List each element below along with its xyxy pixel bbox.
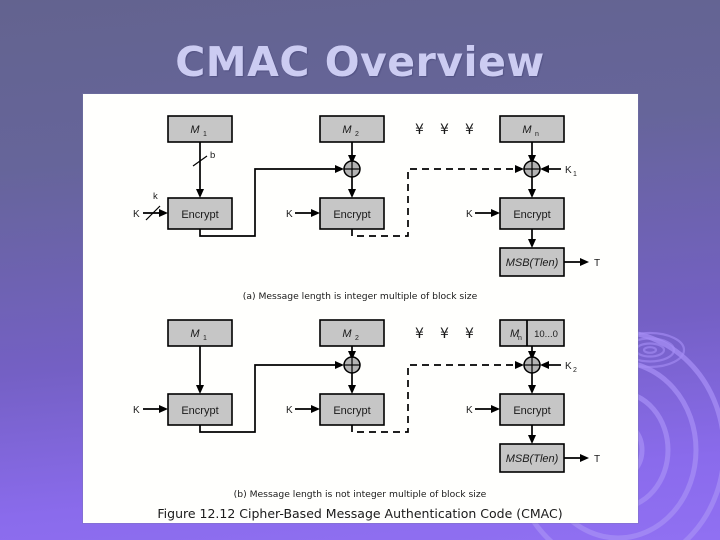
encrypt-block-bn (499, 393, 565, 426)
message-block-b1-label: M (190, 328, 200, 340)
truncate-block-b-label: MSB(Tlen) (506, 453, 559, 465)
message-block-b2-label: M (342, 328, 352, 340)
key-arrowhead-b2 (311, 405, 320, 413)
message-block-a1-label: M (190, 124, 200, 136)
key-arrowhead-b1 (159, 405, 168, 413)
key-label-a2: K (286, 209, 293, 220)
cmac-diagram: M 1 b Encrypt K k (83, 94, 638, 523)
caption-b: (b) Message length is not integer multip… (234, 489, 487, 500)
a-chain-2-n-dashed (351, 168, 517, 237)
b1-data-arrowhead (196, 385, 204, 394)
a-chain-1-2 (199, 168, 337, 237)
encrypt-block-b2-label: Encrypt (333, 405, 370, 417)
encrypt-block-a2 (319, 197, 385, 230)
message-block-an (499, 115, 565, 143)
an-cipher-out-arrowhead (528, 239, 536, 248)
b-chain-2-n-dashed (351, 364, 517, 433)
encrypt-block-a1-label: Encrypt (181, 209, 218, 221)
tag-label-b: T (594, 454, 600, 465)
figure-caption: Figure 12.12 Cipher-Based Message Authen… (157, 506, 562, 521)
a-chain-2-n-arrowhead (515, 165, 524, 173)
subkey-arrowhead-a (540, 165, 549, 173)
message-block-b1 (167, 319, 233, 347)
ellipsis-b-1: ¥ (415, 326, 424, 342)
b-chain-1-2 (199, 364, 337, 433)
bn-xor-out-arrowhead (528, 385, 536, 394)
a1-data-arrowhead (196, 189, 204, 198)
diagram-a: M 1 b Encrypt K k (133, 115, 600, 302)
key-arrowhead-a2 (311, 209, 320, 217)
a-chain-1-2-arrowhead (335, 165, 344, 173)
key-label-bn: K (466, 405, 473, 416)
tag-label-a: T (594, 258, 600, 269)
subkey-label-b: K (565, 361, 572, 372)
a1-bitwidth-tick (192, 155, 208, 167)
a2-xor-out-arrowhead (348, 189, 356, 198)
tag-arrowhead-a (580, 258, 589, 266)
ellipsis-b-3: ¥ (465, 326, 474, 342)
message-block-bn-padding: 10...0 (534, 329, 558, 340)
key-arrowhead-a1 (159, 209, 168, 217)
diagram-b: M 1 Encrypt K M 2 (133, 319, 600, 500)
a1-bitwidth-label: b (210, 150, 215, 161)
message-block-an-label: M (522, 124, 532, 136)
a1-keywidth-tick (145, 205, 161, 221)
truncate-block-b (499, 443, 565, 473)
message-block-a1 (167, 115, 233, 143)
subkey-label-a: K (565, 165, 572, 176)
encrypt-block-b1 (167, 393, 233, 426)
ellipsis-a-2: ¥ (440, 122, 449, 138)
tag-arrowhead-b (580, 454, 589, 462)
message-block-b2-sub: 2 (355, 335, 359, 342)
b-chain-2-n-arrowhead (515, 361, 524, 369)
encrypt-block-a1 (167, 197, 233, 230)
an-xor-out-arrowhead (528, 189, 536, 198)
message-block-a1-sub: 1 (203, 131, 207, 138)
b2-msg-arrowhead (348, 351, 356, 360)
message-block-b2 (319, 319, 385, 347)
message-block-a2-label: M (342, 124, 352, 136)
message-block-a2-sub: 2 (355, 131, 359, 138)
a2-msg-arrowhead (348, 155, 356, 164)
ellipsis-b-2: ¥ (440, 326, 449, 342)
bn-msg-arrowhead (528, 351, 536, 360)
a1-keywidth-label: k (153, 191, 158, 202)
encrypt-block-b2 (319, 393, 385, 426)
subkey-sub-b: 2 (573, 367, 577, 374)
an-msg-arrowhead (528, 155, 536, 164)
message-block-bn (499, 319, 565, 347)
ellipsis-a-3: ¥ (465, 122, 474, 138)
ellipsis-a-1: ¥ (415, 122, 424, 138)
encrypt-block-an-label: Encrypt (513, 209, 550, 221)
caption-a: (a) Message length is integer multiple o… (243, 291, 478, 302)
encrypt-block-b1-label: Encrypt (181, 405, 218, 417)
message-block-bn-sub: n (518, 335, 522, 342)
message-block-bn-label: M (510, 328, 520, 340)
key-arrowhead-bn (491, 405, 500, 413)
subkey-sub-a: 1 (573, 171, 577, 178)
key-label-an: K (466, 209, 473, 220)
bn-cipher-out-arrowhead (528, 435, 536, 444)
key-label-a1: K (133, 209, 140, 220)
b2-xor-out-arrowhead (348, 385, 356, 394)
key-label-b2: K (286, 405, 293, 416)
message-block-b1-sub: 1 (203, 335, 207, 342)
encrypt-block-bn-label: Encrypt (513, 405, 550, 417)
key-arrowhead-an (491, 209, 500, 217)
page-title: CMAC Overview (175, 38, 545, 86)
key-label-b1: K (133, 405, 140, 416)
message-block-a2 (319, 115, 385, 143)
encrypt-block-a2-label: Encrypt (333, 209, 370, 221)
message-block-an-sub: n (535, 131, 539, 138)
subkey-arrowhead-b (540, 361, 549, 369)
truncate-block-a-label: MSB(Tlen) (506, 257, 559, 269)
b-chain-1-2-arrowhead (335, 361, 344, 369)
figure-panel: M 1 b Encrypt K k (83, 94, 638, 523)
